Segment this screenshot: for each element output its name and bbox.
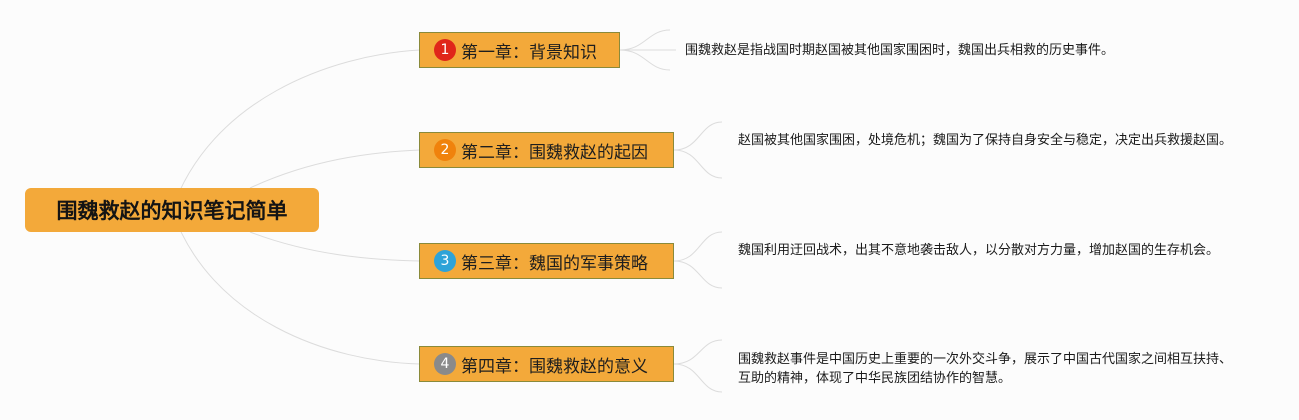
connector-chapter-4-desc	[673, 339, 723, 393]
root-topic-label: 围魏救赵的知识笔记简单	[56, 199, 288, 223]
chapter-1-number-badge: 1	[434, 39, 456, 61]
chapter-3-description: 魏国利用迂回战术，出其不意地袭击敌人，以分散对方力量，增加赵国的生存机会。	[738, 243, 1220, 258]
chapter-2-title: 第二章：围魏救赵的起因	[461, 142, 648, 163]
connector-root-chapter-2	[249, 149, 421, 189]
chapter-2-number-badge: 2	[434, 139, 456, 161]
chapter-1-description: 围魏救赵是指战国时期赵国被其他国家围困时，魏国出兵相救的历史事件。	[685, 43, 1115, 58]
connector-chapter-2-desc	[673, 121, 723, 179]
chapter-1-node[interactable]: 1 第一章：背景知识	[419, 32, 620, 68]
chapter-4-title: 第四章：围魏救赵的意义	[461, 356, 648, 377]
chapter-2-description: 赵国被其他国家围困，处境危机；魏国为了保持自身安全与稳定，决定出兵救援赵国。	[738, 133, 1233, 148]
root-topic[interactable]: 围魏救赵的知识笔记简单	[25, 188, 319, 232]
chapter-4-number-badge: 4	[434, 353, 456, 375]
chapter-3-number-badge: 3	[434, 250, 456, 272]
chapter-1-title: 第一章：背景知识	[461, 42, 597, 63]
chapter-2-node[interactable]: 2 第二章：围魏救赵的起因	[419, 132, 674, 168]
chapter-4-description: 围魏救赵事件是中国历史上重要的一次外交斗争，展示了中国古代国家之间相互扶持、互助…	[738, 352, 1233, 386]
connector-root-chapter-3	[249, 231, 421, 262]
connector-root-chapter-4	[171, 209, 421, 365]
chapter-3-title: 第三章：魏国的军事策略	[461, 253, 648, 274]
connector-root-chapter-1	[171, 49, 421, 211]
chapter-3-node[interactable]: 3 第三章：魏国的军事策略	[419, 243, 674, 279]
connector-chapter-1-desc	[619, 29, 676, 71]
chapter-4-node[interactable]: 4 第四章：围魏救赵的意义	[419, 346, 674, 382]
connector-chapter-3-desc	[673, 231, 723, 289]
